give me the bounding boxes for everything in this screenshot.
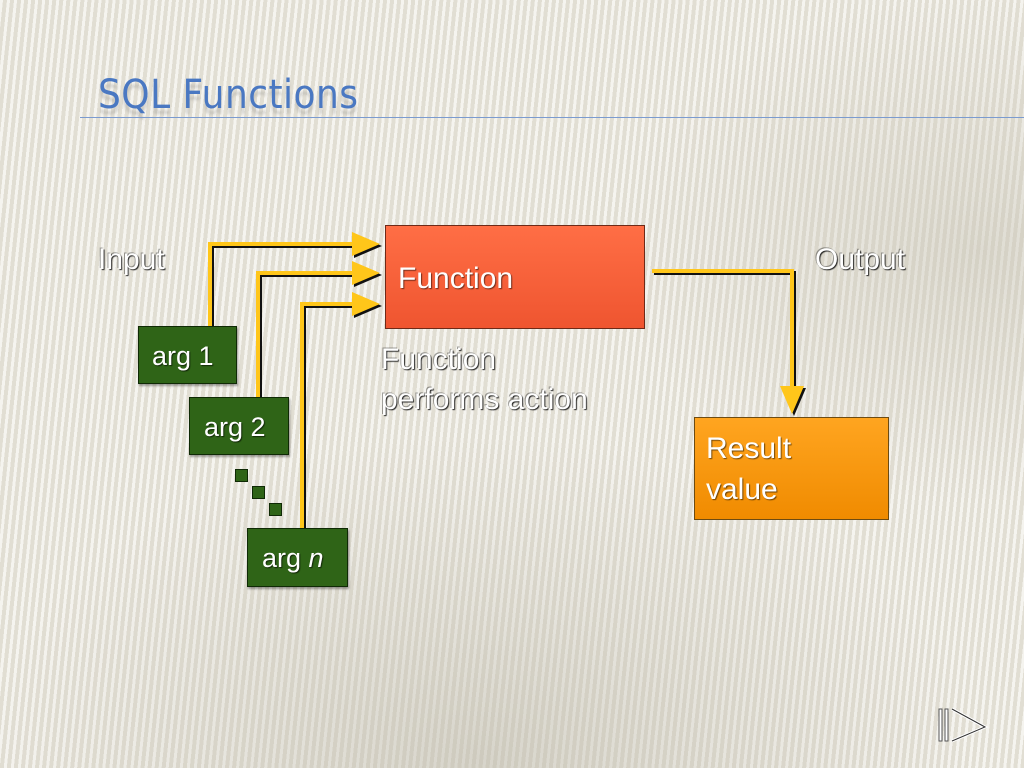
arrow-arg1-to-function (208, 232, 382, 328)
arrow-argn-to-function (300, 292, 382, 530)
ellipsis-dot-3 (269, 503, 282, 516)
arg-n-variable: n (308, 543, 324, 573)
arg-box-n-label: arg n (262, 543, 324, 574)
input-label: Input (98, 243, 165, 276)
arrow-arg2-to-function (256, 261, 382, 399)
function-box-label: Function (398, 262, 514, 295)
ellipsis-dot-1 (235, 469, 248, 482)
action-caption-line-2: performs action (381, 383, 588, 416)
output-label: Output (815, 243, 906, 276)
arrow-function-to-result (652, 269, 806, 416)
result-label-line-1: Result (706, 432, 792, 465)
arg-box-2-label: arg 2 (204, 412, 266, 442)
title-underline (80, 117, 1024, 118)
page-title: SQL Functions (98, 72, 359, 118)
arg-box-1-label: arg 1 (152, 341, 214, 371)
ellipsis-dot-2 (252, 486, 265, 499)
result-box: Result value (694, 417, 889, 520)
function-box: Function (385, 225, 645, 329)
arg-box-2: arg 2 (189, 397, 289, 455)
action-caption-line-1: Function (381, 343, 497, 376)
play-forward-icon[interactable] (935, 705, 991, 745)
arg-box-1: arg 1 (138, 326, 237, 384)
arg-n-prefix: arg (262, 543, 309, 573)
result-label-line-2: value (706, 473, 778, 506)
arg-box-n: arg n (247, 528, 348, 587)
